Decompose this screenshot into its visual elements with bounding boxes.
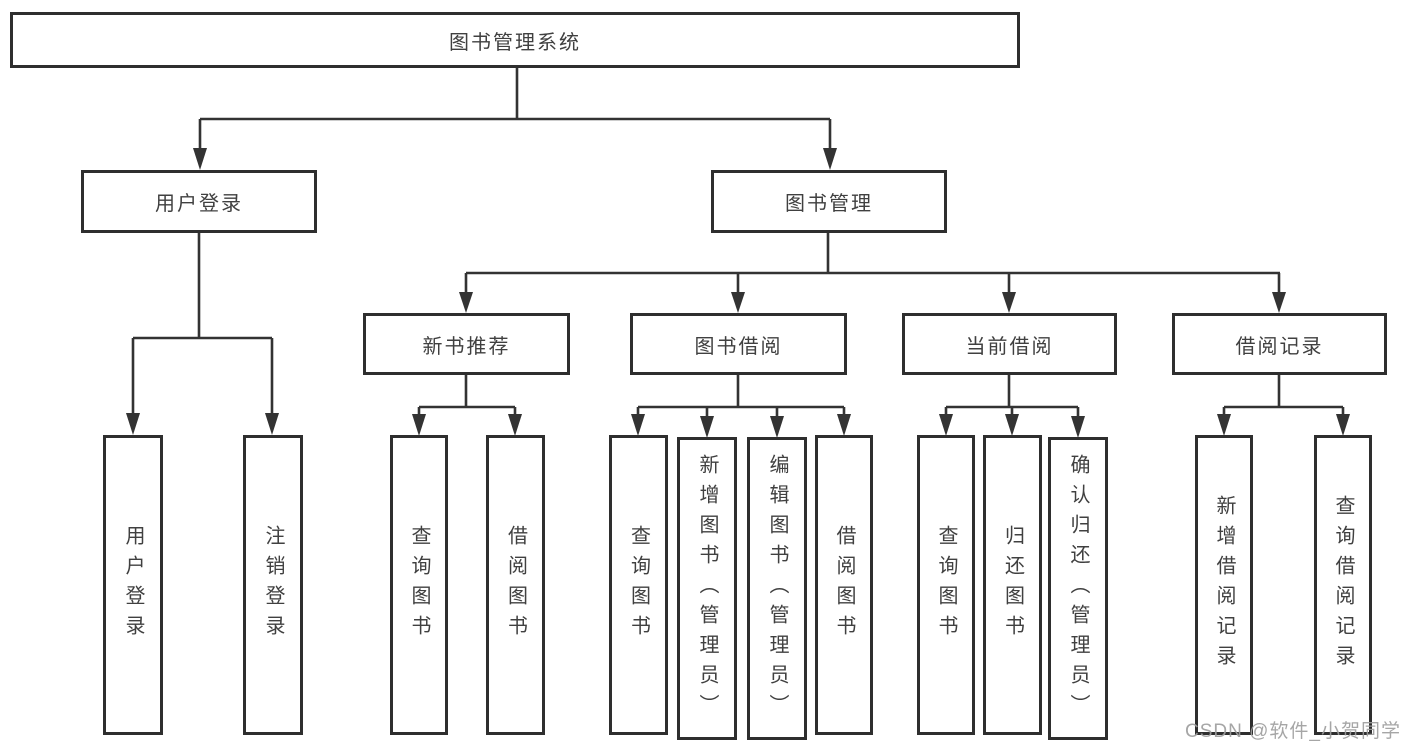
edge-arrowheads (126, 148, 1350, 438)
leaf-confirm-return-admin: 确认归还（管理员） (1048, 437, 1108, 740)
leaf-edit-book-admin: 编辑图书（管理员） (747, 437, 807, 740)
node-new-book-recommend-label: 新书推荐 (422, 335, 511, 358)
leaf-recommend-query-book-label: 查询图书 (408, 525, 430, 645)
leaf-add-borrow-record: 新增借阅记录 (1195, 435, 1253, 735)
leaf-user-login: 用户登录 (103, 435, 163, 735)
leaf-recommend-borrow-book: 借阅图书 (486, 435, 545, 735)
node-current-borrow-label: 当前借阅 (965, 335, 1054, 358)
node-user-login: 用户登录 (81, 170, 317, 233)
leaf-recommend-borrow-book-label: 借阅图书 (504, 525, 527, 645)
node-new-book-recommend: 新书推荐 (363, 313, 570, 375)
node-borrow-records-label: 借阅记录 (1235, 335, 1324, 358)
leaf-confirm-return-admin-label: 确认归还（管理员） (1067, 453, 1089, 724)
leaf-borrow-book: 借阅图书 (815, 435, 873, 735)
leaf-current-query-book: 查询图书 (917, 435, 975, 735)
leaf-add-book-admin-label: 新增图书（管理员） (696, 453, 718, 724)
leaf-add-book-admin: 新增图书（管理员） (677, 437, 737, 740)
leaf-borrow-query-book-label: 查询图书 (627, 525, 650, 645)
node-current-borrow: 当前借阅 (902, 313, 1117, 375)
leaf-add-borrow-record-label: 新增借阅记录 (1213, 495, 1235, 675)
leaf-edit-book-admin-label: 编辑图书（管理员） (766, 453, 788, 724)
leaf-query-borrow-record-label: 查询借阅记录 (1332, 495, 1354, 675)
leaf-logout-label: 注销登录 (262, 525, 284, 645)
node-book-borrow: 图书借阅 (630, 313, 847, 375)
node-user-login-label: 用户登录 (155, 193, 243, 215)
leaf-borrow-query-book: 查询图书 (609, 435, 668, 735)
leaf-user-login-label: 用户登录 (122, 525, 144, 645)
leaf-query-borrow-record: 查询借阅记录 (1314, 435, 1372, 735)
node-book-manage-label: 图书管理 (785, 193, 873, 215)
node-book-borrow-label: 图书借阅 (694, 335, 783, 358)
node-borrow-records: 借阅记录 (1172, 313, 1387, 375)
leaf-recommend-query-book: 查询图书 (390, 435, 448, 735)
csdn-watermark: CSDN @软件_小贺同学 (1185, 721, 1401, 742)
leaf-current-query-book-label: 查询图书 (935, 525, 957, 645)
leaf-return-book: 归还图书 (983, 435, 1042, 735)
leaf-return-book-label: 归还图书 (1001, 525, 1024, 645)
node-book-manage: 图书管理 (711, 170, 947, 233)
leaf-logout: 注销登录 (243, 435, 303, 735)
edge-lines (131, 68, 1345, 418)
leaf-borrow-book-label: 借阅图书 (833, 525, 855, 645)
node-root-label: 图书管理系统 (449, 31, 581, 54)
node-root: 图书管理系统 (10, 12, 1020, 68)
